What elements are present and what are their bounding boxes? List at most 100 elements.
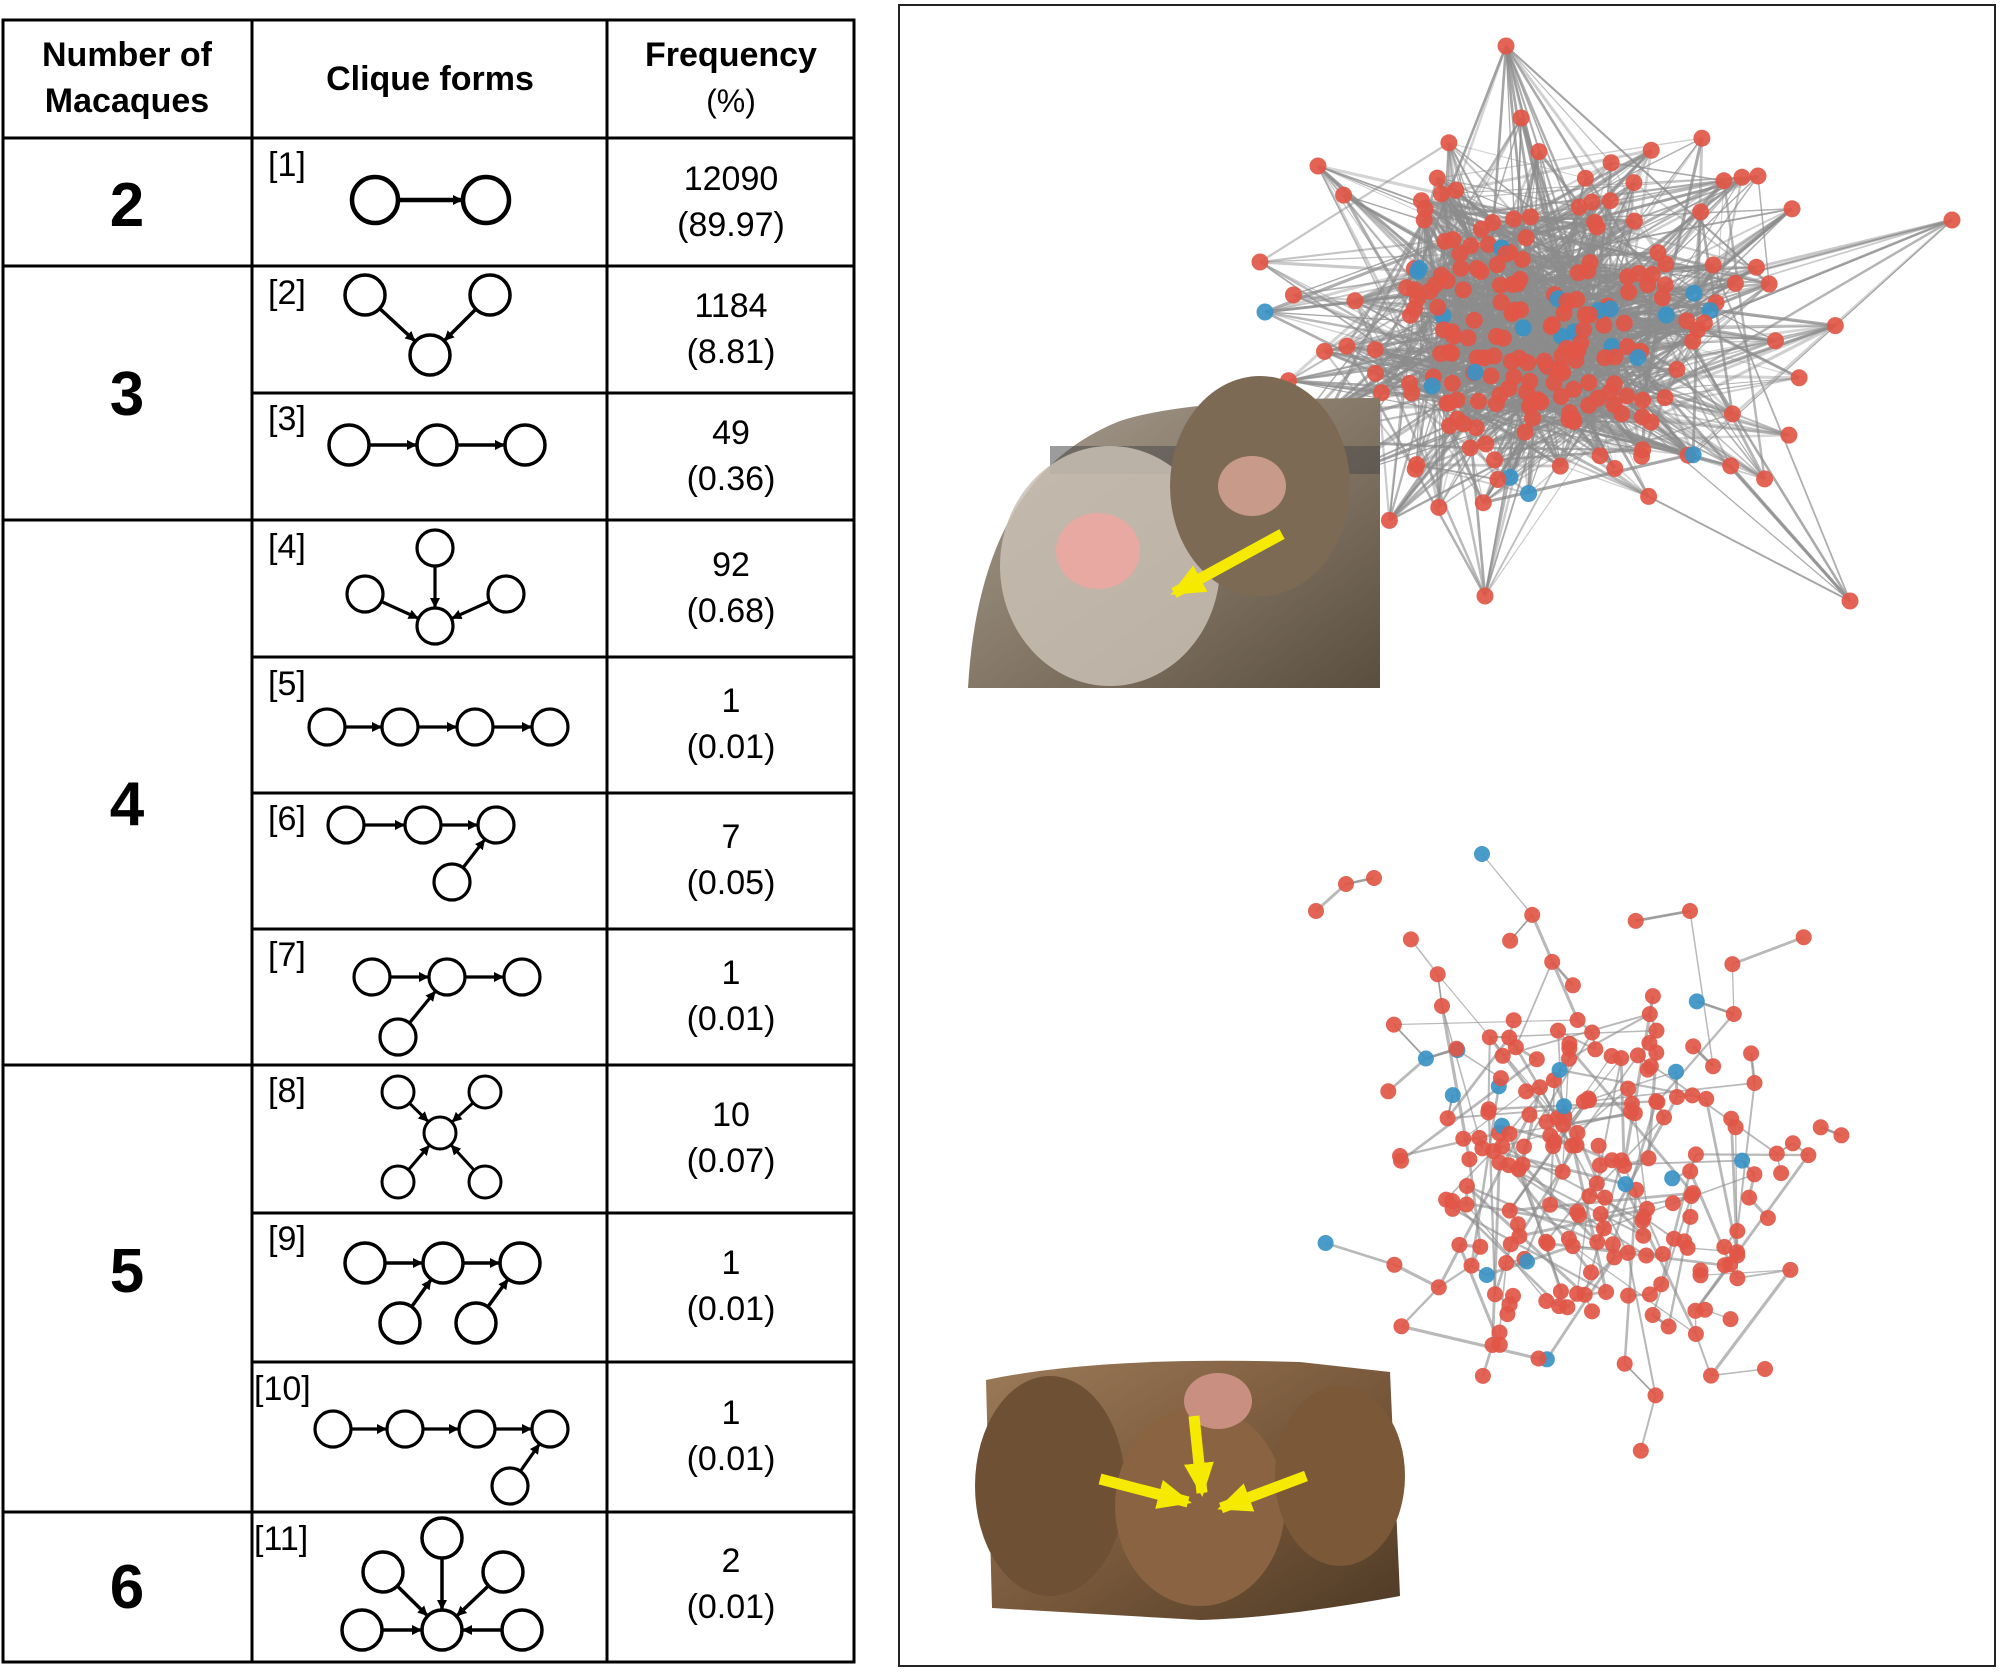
network-node	[1602, 192, 1619, 209]
network-node	[1796, 929, 1812, 945]
network-node	[1724, 956, 1740, 972]
clique-node	[363, 1552, 403, 1592]
network-node	[1498, 1255, 1514, 1271]
network-node	[1459, 1197, 1475, 1213]
network-node	[1616, 315, 1633, 332]
network-node	[1502, 1203, 1518, 1219]
group-number-6: 6	[110, 1553, 144, 1622]
table-header: Number of Macaques Clique forms Frequenc…	[42, 36, 817, 120]
network-node	[1650, 244, 1667, 261]
network-node	[1430, 966, 1446, 982]
group-number-4: 4	[110, 770, 145, 839]
clique-node	[382, 1166, 414, 1198]
network-node	[1447, 182, 1464, 199]
network-node	[1393, 1318, 1409, 1334]
network-node	[1583, 1264, 1599, 1280]
clique-form-2	[345, 275, 510, 375]
network-node	[1586, 214, 1603, 231]
network-node	[1620, 1288, 1636, 1304]
network-node	[1438, 1192, 1454, 1208]
network-node	[1635, 1228, 1651, 1244]
network-node	[1769, 1146, 1785, 1162]
group-numbers: 2 3 4 5 6	[110, 171, 145, 1622]
network-edge	[1401, 1287, 1438, 1326]
network-node	[1715, 172, 1732, 189]
network-node	[1483, 368, 1500, 385]
network-node	[1785, 1135, 1801, 1151]
network-node	[1380, 1083, 1396, 1099]
network-node	[1642, 1006, 1658, 1022]
network-node	[1685, 1038, 1701, 1054]
network-node	[1593, 1206, 1609, 1222]
network-edge	[1625, 1190, 1636, 1364]
network-node	[1596, 349, 1613, 366]
network-node	[1455, 1131, 1471, 1147]
clique-edge-arrow	[451, 1146, 474, 1171]
network-panel	[898, 4, 1996, 1667]
clique-node	[532, 709, 568, 745]
network-node	[1489, 256, 1506, 273]
clique-node	[417, 608, 453, 644]
network-node	[1502, 1297, 1518, 1313]
network-node	[1746, 1166, 1762, 1182]
freq-count-10: 1	[722, 1394, 741, 1432]
clique-form-7	[354, 959, 540, 1055]
network-node	[1407, 461, 1424, 478]
freq-percent-11: (0.01)	[687, 1588, 776, 1626]
clique-node	[457, 709, 493, 745]
clique-node	[347, 576, 383, 612]
network-node	[1689, 993, 1705, 1009]
clique-node	[504, 959, 540, 995]
network-node	[1512, 271, 1529, 288]
clique-node	[422, 1610, 462, 1650]
network-edge	[1394, 1020, 1578, 1025]
network-node	[1666, 1231, 1682, 1247]
network-node	[1470, 393, 1487, 410]
network-node	[1538, 1234, 1554, 1250]
network-node	[1688, 1326, 1704, 1342]
clique-form-9	[345, 1243, 540, 1343]
network-node	[1757, 1361, 1773, 1377]
network-node	[1693, 1263, 1709, 1279]
network-node	[1552, 1062, 1568, 1078]
network-node	[1418, 1051, 1434, 1067]
network-node	[1555, 1117, 1571, 1133]
network-node	[1575, 321, 1592, 338]
freq-percent-8: (0.07)	[687, 1142, 776, 1180]
network-node	[1640, 488, 1657, 505]
clique-node	[478, 807, 514, 843]
network-node	[1648, 1045, 1664, 1061]
network-node	[1464, 1258, 1480, 1274]
network-node	[1620, 284, 1637, 301]
header-frequency: Frequency	[645, 36, 817, 74]
clique-edge-arrow	[408, 1146, 429, 1170]
network-node	[1620, 1245, 1636, 1261]
clique-node	[382, 1076, 414, 1108]
network-node	[1524, 410, 1541, 427]
freq-percent-3: (0.36)	[687, 460, 776, 498]
network-node	[1459, 1178, 1475, 1194]
network-node	[1435, 321, 1452, 338]
freq-count-7: 1	[722, 954, 741, 992]
network-node	[1475, 494, 1492, 511]
network-node	[1602, 300, 1619, 317]
network-node	[1316, 343, 1333, 360]
network-node	[1643, 1058, 1659, 1074]
network-node	[1477, 435, 1494, 452]
network-edge	[1661, 1171, 1690, 1284]
network-node	[1641, 1150, 1657, 1166]
network-node	[1634, 1213, 1650, 1229]
network-node	[1502, 1126, 1518, 1142]
network-node	[1603, 154, 1620, 171]
network-node	[1431, 1279, 1447, 1295]
header-number-of: Number of	[42, 36, 213, 74]
clique-node	[380, 1019, 416, 1055]
network-node	[1842, 593, 1859, 610]
network-node	[1630, 1047, 1646, 1063]
clique-node	[434, 864, 470, 900]
network-node	[1440, 1110, 1456, 1126]
network-node	[1592, 447, 1609, 464]
network-node	[1780, 427, 1797, 444]
network-node	[1511, 1228, 1527, 1244]
clique-edge-arrow	[409, 1103, 427, 1121]
